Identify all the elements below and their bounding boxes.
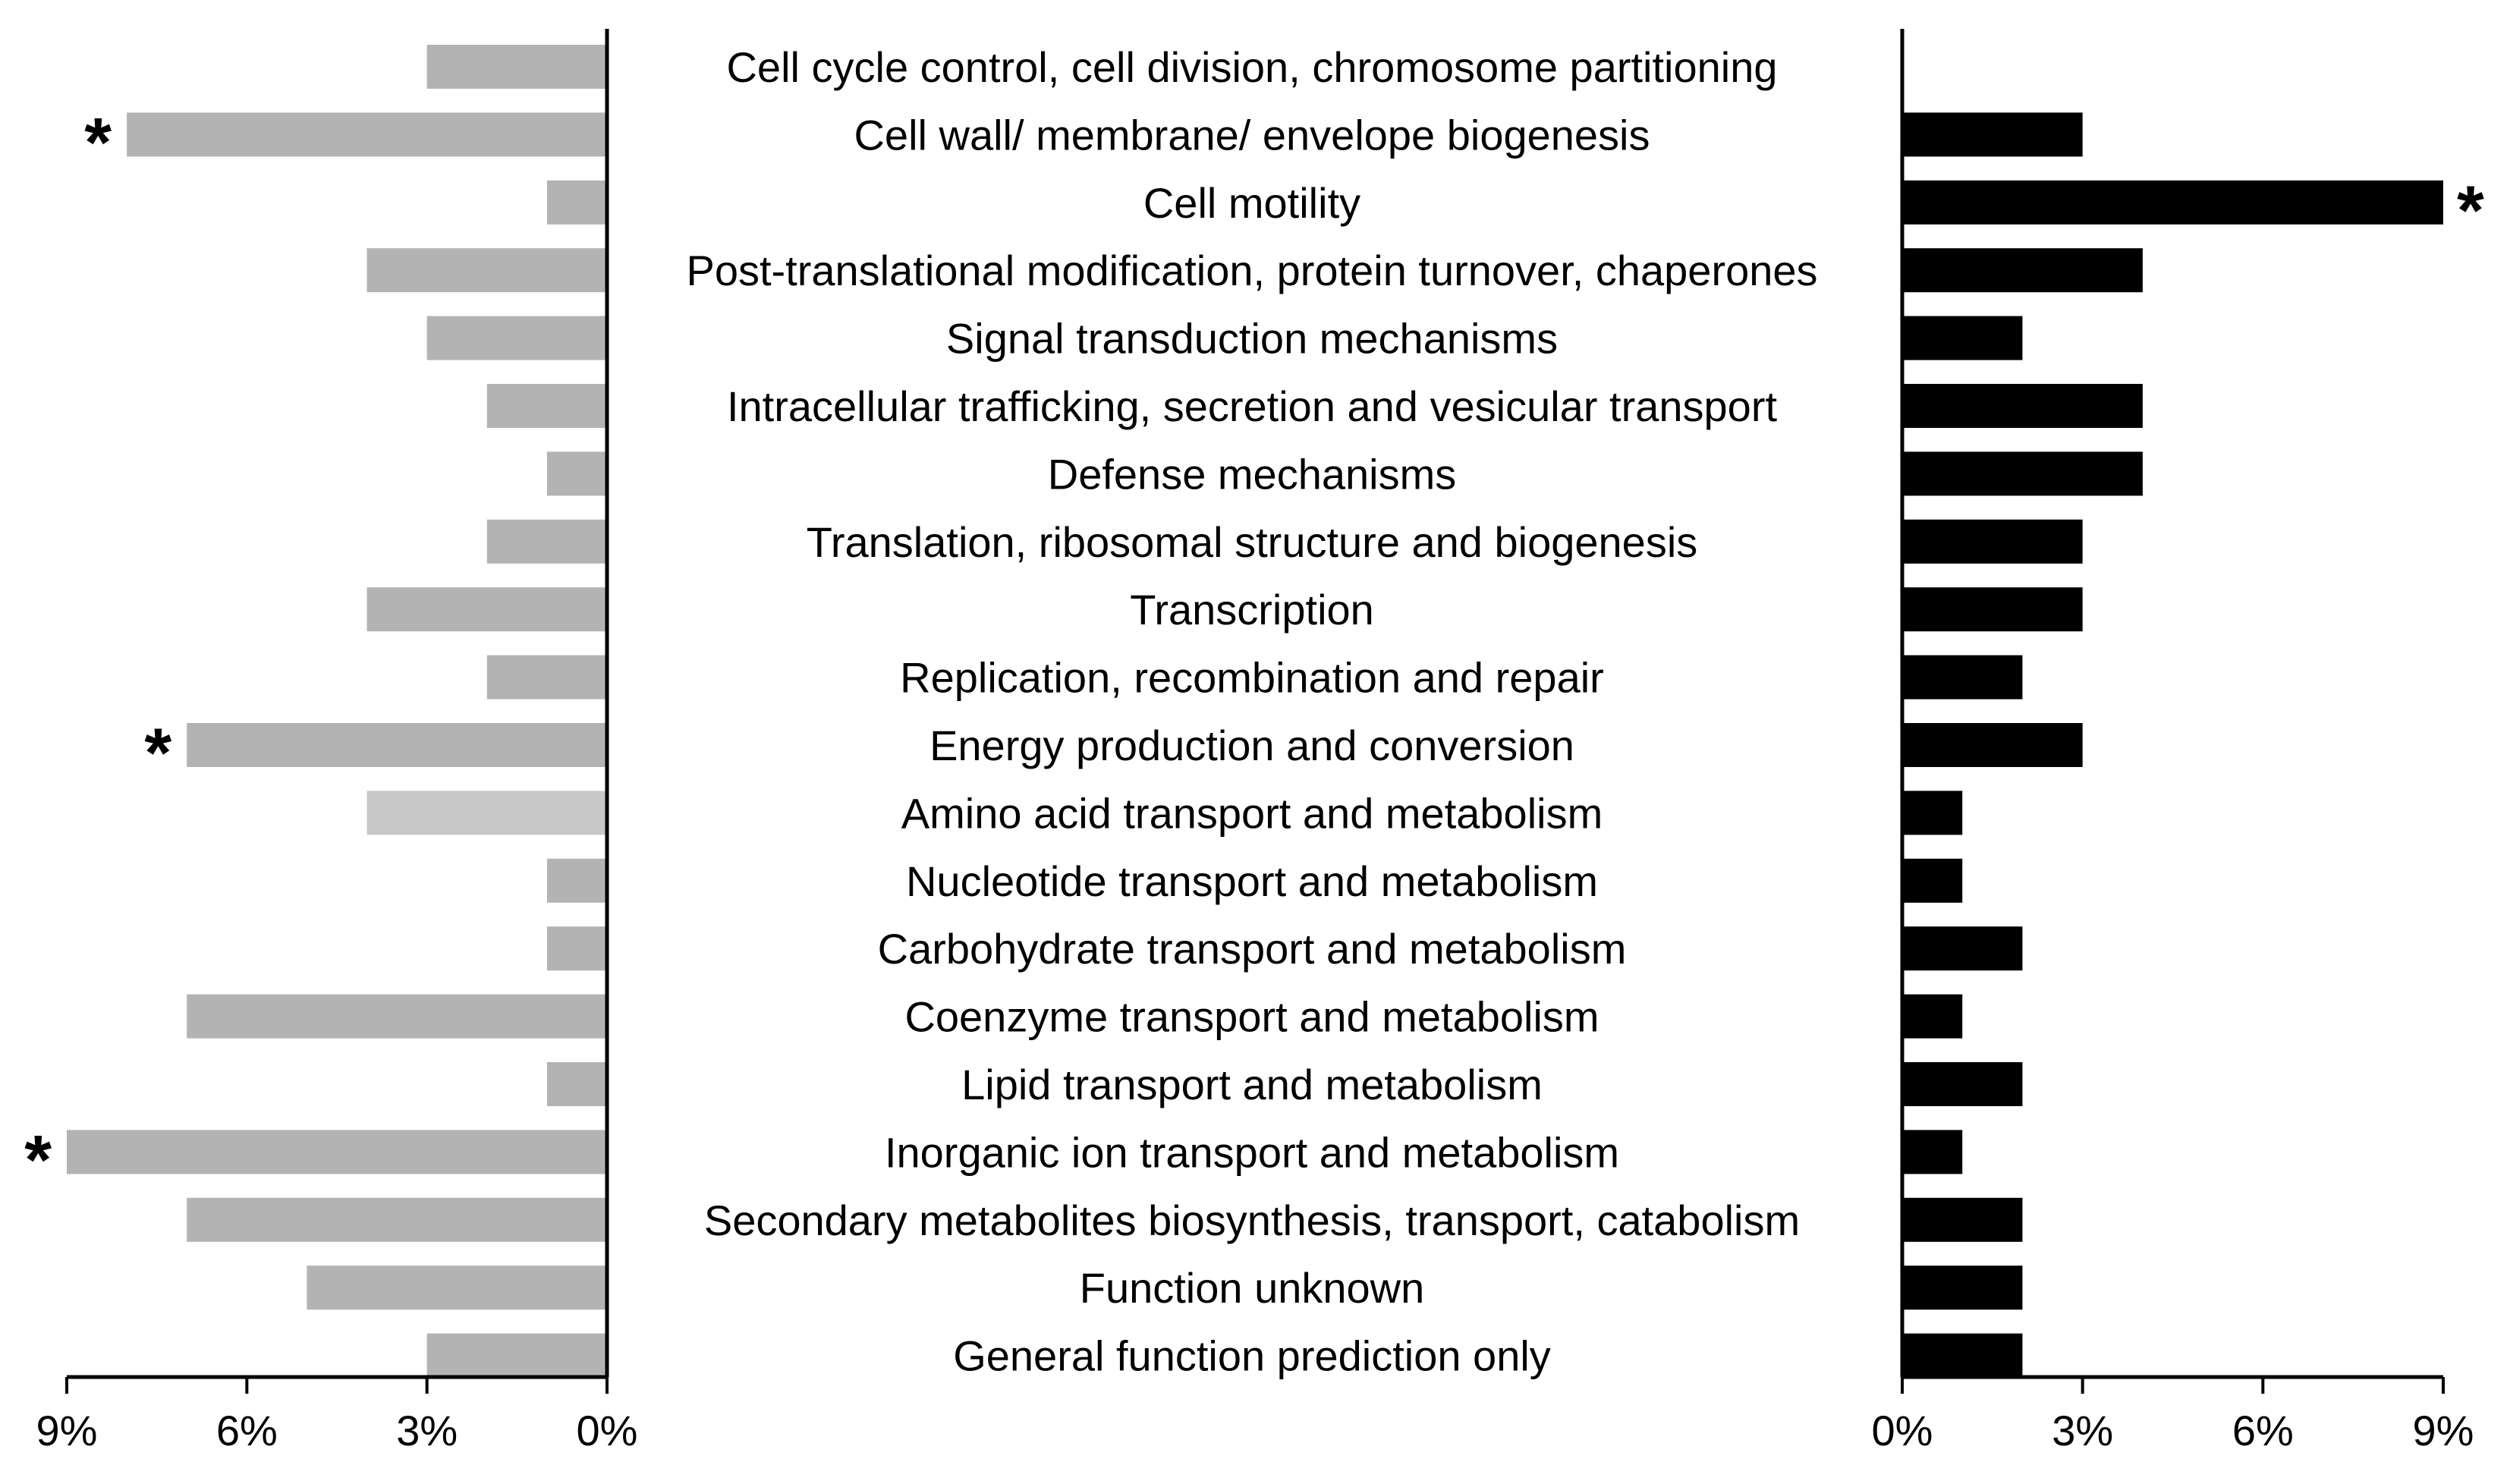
right-bar	[1902, 1062, 2023, 1106]
left-bar	[426, 316, 607, 360]
left-bar	[486, 519, 607, 564]
left-bars	[67, 45, 608, 1378]
category-label: Signal transduction mechanisms	[946, 315, 1558, 363]
left-bar	[546, 451, 607, 496]
category-labels: Cell cycle control, cell division, chrom…	[686, 43, 1817, 1380]
right-bar	[1902, 655, 2023, 700]
category-label: Function unknown	[1080, 1264, 1425, 1312]
left-bar	[486, 384, 607, 428]
right-bar	[1902, 1333, 2023, 1378]
right-bar	[1902, 1265, 2023, 1310]
right-tick-label: 9%	[2413, 1407, 2474, 1454]
right-bar	[1902, 926, 2023, 971]
right-bar	[1902, 519, 2083, 564]
right-bar	[1902, 858, 1963, 903]
right-bar	[1902, 112, 2083, 157]
left-bar	[307, 1265, 607, 1310]
left-bar	[187, 723, 607, 767]
right-bar	[1902, 791, 1963, 835]
significance-marker-left: *	[144, 715, 171, 792]
category-label: Secondary metabolites biosynthesis, tran…	[704, 1196, 1800, 1244]
category-label: Translation, ribosomal structure and bio…	[807, 518, 1698, 566]
left-bar	[546, 858, 607, 903]
category-label: Lipid transport and metabolism	[961, 1061, 1543, 1108]
category-label: General function prediction only	[953, 1332, 1551, 1380]
category-label: Defense mechanisms	[1048, 450, 1456, 498]
right-bar	[1902, 451, 2143, 496]
significance-marker-left: *	[24, 1121, 52, 1199]
category-label: Inorganic ion transport and metabolism	[885, 1128, 1619, 1176]
category-label: Energy production and conversion	[929, 722, 1574, 769]
right-bar	[1902, 316, 2023, 360]
category-label: Coenzyme transport and metabolism	[904, 993, 1599, 1041]
left-bar	[546, 926, 607, 971]
right-tick-label: 6%	[2232, 1407, 2294, 1454]
left-bar	[546, 1062, 607, 1106]
significance-markers: * * * *	[24, 104, 2484, 1199]
left-tick-label: 0%	[577, 1407, 638, 1454]
left-bar	[67, 1130, 607, 1174]
left-bar	[426, 1333, 607, 1378]
category-label: Replication, recombination and repair	[900, 654, 1604, 702]
left-bar	[187, 1197, 607, 1242]
category-label: Cell wall/ membrane/ envelope biogenesis	[854, 111, 1650, 159]
right-bar	[1902, 723, 2083, 767]
category-label: Post-translational modification, protein…	[686, 247, 1817, 294]
right-bar	[1902, 994, 1963, 1039]
left-tick-label: 6%	[216, 1407, 278, 1454]
right-bar	[1902, 180, 2443, 225]
category-label: Transcription	[1130, 586, 1374, 634]
left-bar	[366, 791, 607, 835]
right-bar	[1902, 1197, 2023, 1242]
left-bar	[127, 112, 608, 157]
right-bar	[1902, 587, 2083, 632]
right-bar	[1902, 384, 2143, 428]
right-bar	[1902, 248, 2143, 293]
left-bar	[546, 180, 607, 225]
left-tick-label: 3%	[396, 1407, 458, 1454]
right-tick-label: 3%	[2052, 1407, 2113, 1454]
significance-marker-left: *	[84, 104, 112, 181]
axes: 9% 6% 3% 0% 0% 3% 6% 9%	[36, 29, 2474, 1454]
right-bar	[1902, 1130, 1963, 1174]
category-label: Amino acid transport and metabolism	[901, 789, 1603, 837]
left-bar	[366, 587, 607, 632]
right-bars	[1902, 112, 2443, 1378]
left-tick-label: 9%	[36, 1407, 98, 1454]
left-bar	[486, 655, 607, 700]
left-bar	[426, 45, 607, 89]
left-bar	[187, 994, 607, 1039]
category-label: Intracellular trafficking, secretion and…	[727, 382, 1778, 430]
right-tick-label: 0%	[1872, 1407, 1933, 1454]
category-label: Carbohydrate transport and metabolism	[878, 925, 1627, 973]
significance-marker-right: *	[2457, 172, 2484, 250]
left-bar	[366, 248, 607, 293]
category-label: Nucleotide transport and metabolism	[906, 857, 1598, 905]
category-label: Cell cycle control, cell division, chrom…	[726, 43, 1777, 91]
category-label: Cell motility	[1143, 179, 1360, 227]
